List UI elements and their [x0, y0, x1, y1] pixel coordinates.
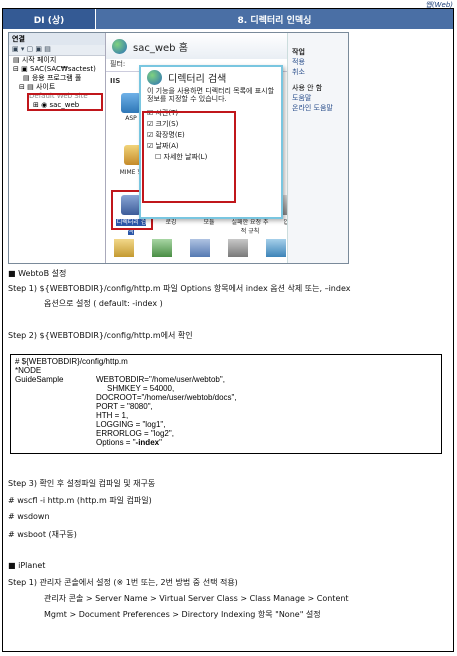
grade-label: DI (상): [3, 9, 96, 29]
check-long-date[interactable]: ☐ 자세한 날짜(L): [155, 153, 208, 161]
tree-node-server[interactable]: ⊟ ▣ SAC(SAC₩sactest): [13, 65, 96, 73]
asp-feature[interactable]: ASP: [114, 91, 148, 133]
asp-icon: [121, 93, 141, 113]
code-line: ERRORLOG = "log2",: [96, 429, 174, 438]
highlight-checkboxes: [142, 111, 236, 203]
webtob-step3: Step 3) 확인 후 설정파일 컴파일 및 재구동: [8, 479, 156, 488]
iplanet-title: ■ iPlanet: [8, 561, 46, 570]
folder-icon: [121, 195, 141, 215]
iis-screenshot: 연결 ▣ ▾ ▢ ▣ ▤ ▤ 시작 페이지 ⊟ ▣ SAC(SAC₩sactes…: [8, 32, 349, 264]
section-title: 8. 디렉터리 인덱싱: [237, 15, 312, 26]
code-options-line: Options = "-index": [96, 438, 162, 447]
iis-group-label: IIS: [110, 77, 121, 85]
code-line: WEBTOBDIR="/home/user/webtob",: [96, 375, 225, 384]
highlight-site-node: [27, 93, 103, 111]
webtob-step2: Step 2) ${WEBTOBDIR}/config/http.m에서 확인: [8, 331, 193, 340]
webtob-step1-cont: 옵션으로 설정 ( default: -index ): [44, 299, 163, 308]
code-comment: # ${WEBTOBDIR}/config/http.m: [15, 357, 128, 366]
dialog-desc: 이 기능을 사용하면 디렉터리 목록에 표시할 정보를 지정할 수 있습니다.: [147, 87, 275, 103]
section-header: DI (상) 8. 디렉터리 인덱싱: [3, 9, 453, 29]
code-node: *NODE: [15, 366, 42, 375]
globe-icon: [112, 38, 127, 54]
globe-icon: [147, 70, 162, 85]
disable-action[interactable]: 사용 안 함: [292, 84, 323, 92]
tree-title: 연결: [9, 33, 105, 45]
cancel-action[interactable]: 취소: [292, 68, 305, 76]
httpm-code-box: # ${WEBTOBDIR}/config/http.m *NODE Guide…: [10, 354, 442, 454]
code-line: DOCROOT="/home/user/webtob/docs",: [96, 393, 237, 402]
check-time[interactable]: ☑ 시간(T): [147, 109, 179, 117]
code-line: HTH = 1,: [96, 411, 129, 420]
tree-node-sites[interactable]: ⊟ ▤ 사이트: [19, 83, 56, 91]
iplanet-path-2: Mgmt > Document Preferences > Directory …: [44, 610, 321, 619]
dir-browse-dialog: 디렉터리 검색 이 기능을 사용하면 디렉터리 목록에 표시할 정보를 지정할 …: [139, 65, 283, 219]
actions-panel: 작업 적용 취소 사용 안 함 도움말 온라인 도움말: [287, 33, 348, 263]
cmd-compile: # wscfl -i http.m (http.m 파일 컴파일): [8, 496, 152, 505]
code-line: SHMKEY = 54000,: [107, 384, 175, 393]
check-size[interactable]: ☑ 크기(S): [147, 120, 179, 128]
code-line: LOGGING = "log1",: [96, 420, 166, 429]
more-features-row: [114, 239, 304, 259]
code-line: PORT = "8080",: [96, 402, 153, 411]
cmd-boot: # wsboot (재구동): [8, 530, 77, 539]
corner-tag: 웹(Web): [425, 1, 453, 9]
webtob-step1: Step 1) ${WEBTOBDIR}/config/http.m 파일 Op…: [8, 284, 351, 293]
help-action[interactable]: 도움말: [292, 94, 312, 102]
online-help-action[interactable]: 온라인 도움말: [292, 104, 333, 112]
content-frame: DI (상) 8. 디렉터리 인덱싱 연결 ▣ ▾ ▢ ▣ ▤ ▤ 시작 페이지…: [2, 8, 454, 652]
actions-title: 작업: [292, 48, 305, 56]
code-guide: GuideSample: [15, 375, 64, 384]
tree-node-start[interactable]: ▤ 시작 페이지: [13, 56, 57, 64]
dir-browse-feature[interactable]: 디렉터리 검색: [114, 193, 148, 235]
dialog-title: 디렉터리 검색: [141, 67, 281, 85]
check-extension[interactable]: ☑ 확장명(E): [147, 131, 185, 139]
iplanet-step1: Step 1) 관리자 콘솔에서 설정 (※ 1번 또는, 2번 방법 중 선택…: [8, 578, 238, 587]
apply-action[interactable]: 적용: [292, 58, 305, 66]
connections-panel: 연결 ▣ ▾ ▢ ▣ ▤ ▤ 시작 페이지 ⊟ ▣ SAC(SAC₩sactes…: [9, 33, 106, 263]
tree-node-apppool[interactable]: ▤ 응용 프로그램 풀: [23, 74, 82, 82]
iplanet-path-1: 관리자 콘솔 > Server Name > Virtual Server Cl…: [44, 594, 349, 603]
tree-toolbar: ▣ ▾ ▢ ▣ ▤: [9, 45, 105, 56]
check-date[interactable]: ☑ 날짜(A): [147, 142, 179, 150]
tree-node-sacweb[interactable]: ⊞ ◉ sac_web: [33, 101, 80, 109]
webtob-title: ■ WebtoB 설정: [8, 269, 67, 278]
cmd-down: # wsdown: [8, 512, 50, 521]
tree-node-default[interactable]: Default Web Site: [29, 92, 88, 100]
